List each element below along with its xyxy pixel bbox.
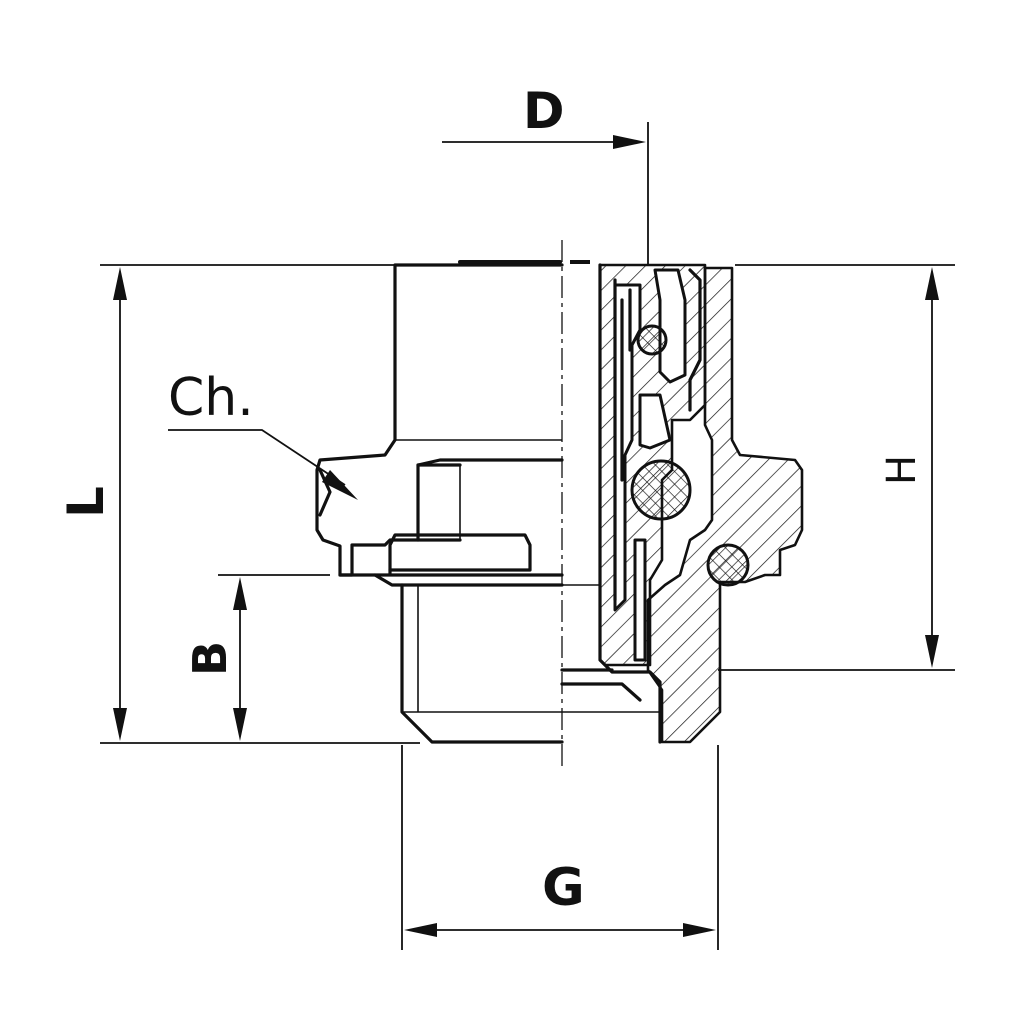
arrowhead bbox=[613, 135, 646, 149]
dimension-l bbox=[113, 267, 127, 741]
arrowhead bbox=[683, 923, 716, 937]
arrowhead bbox=[233, 708, 247, 741]
label-l: L bbox=[57, 486, 115, 518]
label-ch: Ch. bbox=[168, 368, 254, 428]
o-ring-small bbox=[636, 324, 668, 356]
arrowhead bbox=[233, 577, 247, 610]
arrowhead bbox=[113, 267, 127, 300]
fitting-exterior bbox=[315, 260, 590, 744]
arrowhead bbox=[404, 923, 437, 937]
arrowhead bbox=[113, 708, 127, 741]
arrowhead bbox=[322, 470, 358, 500]
label-b: B bbox=[183, 641, 237, 676]
arrowhead bbox=[925, 267, 939, 300]
o-ring-main bbox=[630, 459, 692, 521]
fitting-section bbox=[560, 263, 804, 744]
dimension-g bbox=[404, 923, 716, 937]
dimension-h bbox=[925, 267, 939, 668]
extension-lines bbox=[100, 122, 955, 950]
dimension-d bbox=[442, 135, 646, 149]
o-ring-thread bbox=[706, 543, 750, 587]
dimension-b bbox=[233, 577, 247, 741]
label-d: D bbox=[523, 82, 565, 140]
label-h: H bbox=[879, 455, 925, 485]
arrowhead bbox=[925, 635, 939, 668]
label-g: G bbox=[542, 858, 585, 918]
